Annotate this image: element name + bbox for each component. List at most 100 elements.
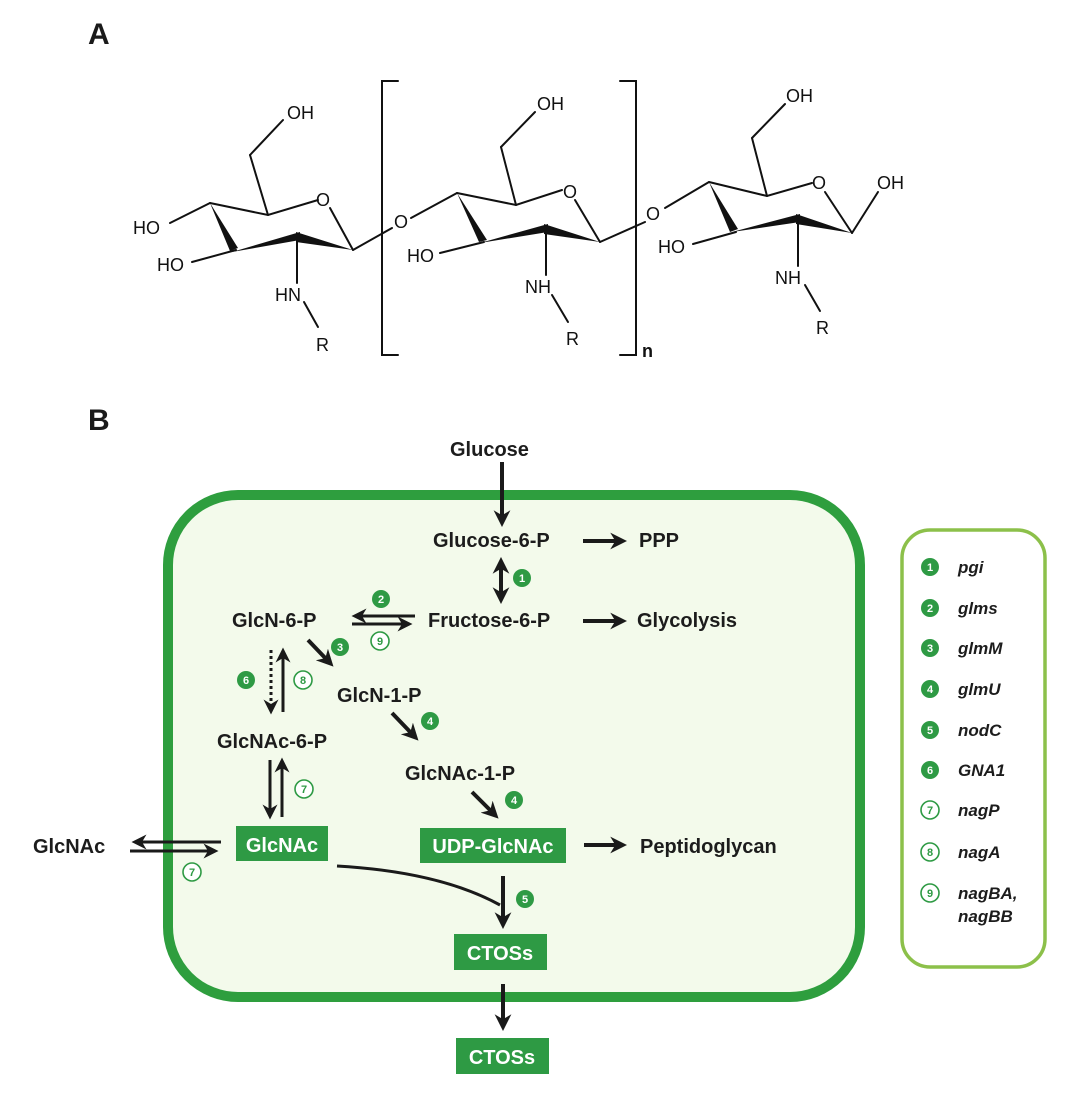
step-number: 8: [927, 847, 933, 859]
filled-circle-icon: [513, 569, 531, 587]
oh-label: OH: [287, 103, 314, 123]
legend-marker: 6: [921, 761, 939, 779]
step-marker-2: 2: [372, 590, 390, 608]
filled-circle-icon: [921, 761, 939, 779]
filled-circle-icon: [505, 791, 523, 809]
panel-a-label: A: [88, 18, 110, 51]
node-peptidoglycan: Peptidoglycan: [640, 836, 777, 858]
step-marker-3: 3: [331, 638, 349, 656]
legend-marker: 5: [921, 721, 939, 739]
cell-boundary: [163, 490, 865, 1002]
filled-circle-icon: [921, 680, 939, 698]
outline-circle-icon: [920, 883, 940, 903]
repeat-subscript-n: n: [642, 341, 653, 361]
outline-circle-icon: [370, 631, 390, 651]
panel-b-label: B: [88, 404, 110, 437]
oh-label: OH: [537, 94, 564, 114]
legend-gene-name: nagBB: [958, 907, 1013, 926]
node-ctoss-intracellular: CTOSs: [467, 943, 533, 965]
outline-circle-icon: [182, 862, 202, 882]
arrow-glcnac1p-to-udp-glcnac: [470, 790, 499, 819]
legend-marker: 9: [920, 883, 940, 903]
filled-circle-icon: [921, 599, 939, 617]
node-glcn-6-p: GlcN-6-P: [232, 610, 316, 632]
r-group-label: R: [816, 318, 829, 338]
filled-circle-icon: [237, 671, 255, 689]
node-glcnac-6-p: GlcNAc-6-P: [217, 731, 327, 753]
step-marker-8: 8: [293, 670, 313, 690]
step-number: 6: [243, 675, 249, 687]
step-marker-4: 4: [421, 712, 439, 730]
ho-label: HO: [133, 218, 160, 238]
r-group-label: R: [566, 329, 579, 349]
legend-item: 3 glmM: [921, 639, 1003, 658]
node-glycolysis: Glycolysis: [637, 610, 737, 632]
filled-circle-icon: [421, 712, 439, 730]
legend-item: 2 glms: [921, 599, 998, 618]
step-number: 3: [927, 643, 933, 655]
node-ctoss-secreted-box: CTOSs: [456, 1038, 549, 1074]
ring-oxygen-label: O: [812, 173, 826, 193]
outline-circle-icon: [293, 670, 313, 690]
legend-gene-name: nodC: [958, 721, 1002, 740]
curve-glcnac-to-ctoss: [336, 864, 501, 907]
step-number: 7: [301, 784, 307, 796]
legend-gene-name: pgi: [957, 558, 985, 577]
node-glcnac-extracellular: GlcNAc: [33, 836, 105, 858]
step-marker-9: 9: [370, 631, 390, 651]
legend-item: 8 nagA: [920, 842, 1001, 862]
amine-label: NH: [775, 268, 801, 288]
step-number: 4: [927, 684, 934, 696]
legend-gene-name: glmU: [957, 680, 1001, 699]
filled-circle-icon: [372, 590, 390, 608]
legend-gene-name: GNA1: [958, 761, 1005, 780]
step-number: 3: [337, 642, 343, 654]
repeat-bracket-right: [619, 80, 637, 356]
step-number: 1: [519, 573, 525, 585]
legend-marker: 1: [921, 558, 939, 576]
filled-circle-icon: [921, 558, 939, 576]
legend-item: 6 GNA1: [921, 761, 1005, 780]
legend-marker: 8: [920, 842, 940, 862]
step-number: 1: [927, 562, 933, 574]
node-fructose-6-p: Fructose-6-P: [428, 610, 550, 632]
outline-circle-icon: [920, 800, 940, 820]
step-number: 9: [377, 636, 383, 648]
oh-label: OH: [877, 173, 904, 193]
node-glcnac-intracellular: GlcNAc: [246, 835, 318, 857]
legend-gene-name: nagP: [958, 801, 1000, 820]
step-number: 9: [927, 888, 933, 900]
repeat-bracket-left: [381, 80, 399, 356]
step-marker-6: 6: [237, 671, 255, 689]
legend-marker: 4: [921, 680, 939, 698]
pathway-arrows: [130, 462, 628, 1032]
step-number: 2: [378, 594, 384, 606]
amine-label: NH: [525, 277, 551, 297]
legend-item: 4 glmU: [921, 680, 1001, 699]
node-udp-glcnac-box: UDP-GlcNAc: [420, 828, 566, 863]
ring-oxygen-label: O: [563, 182, 577, 202]
filled-circle-icon: [516, 890, 534, 908]
step-number: 7: [927, 805, 933, 817]
step-number: 6: [927, 765, 933, 777]
ho-label: HO: [407, 246, 434, 266]
step-number: 2: [927, 603, 933, 615]
step-number: 5: [522, 894, 528, 906]
sugar-unit-2: OH O HO NH R: [407, 94, 646, 349]
node-glucose: Glucose: [450, 439, 529, 461]
legend-marker: 7: [920, 800, 940, 820]
node-glcn-1-p: GlcN-1-P: [337, 685, 421, 707]
filled-circle-icon: [921, 721, 939, 739]
sugar-unit-3: OH O OH HO NH R: [658, 86, 904, 338]
legend-gene-name: glmM: [957, 639, 1003, 658]
step-marker-1: 1: [513, 569, 531, 587]
step-number: 7: [189, 867, 195, 879]
step-marker-4: 4: [505, 791, 523, 809]
node-glcnac-1-p: GlcNAc-1-P: [405, 763, 515, 785]
step-marker-7: 7: [294, 779, 314, 799]
ho-label: HO: [157, 255, 184, 275]
r-group-label: R: [316, 335, 329, 355]
legend-gene-name: glms: [957, 599, 998, 618]
legend-gene-name: nagA: [958, 843, 1001, 862]
